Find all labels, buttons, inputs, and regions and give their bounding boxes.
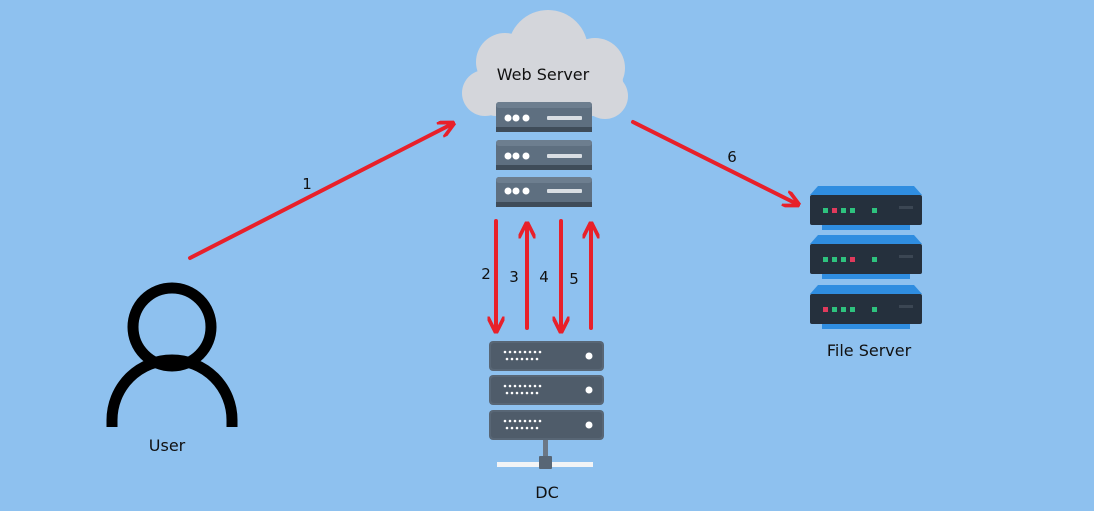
web-server-unit bbox=[496, 177, 592, 207]
dc-server-unit bbox=[489, 375, 604, 405]
step-1-label: 1 bbox=[302, 175, 312, 193]
dc-label: DC bbox=[535, 483, 559, 502]
dc-node: DC bbox=[489, 341, 604, 502]
file-server-unit bbox=[810, 235, 922, 279]
user-icon bbox=[106, 282, 238, 427]
step-2-label: 2 bbox=[481, 265, 491, 283]
web-server-unit bbox=[496, 140, 592, 170]
user-label: User bbox=[149, 436, 186, 455]
step-6-label: 6 bbox=[727, 148, 737, 166]
file-server-unit bbox=[810, 285, 922, 329]
step-labels: 1 2 3 4 5 6 bbox=[302, 148, 737, 288]
step-1-arrow bbox=[188, 124, 452, 260]
storage-server-icon bbox=[810, 186, 922, 329]
step-3-label: 3 bbox=[509, 268, 519, 286]
web-server-node: Web Server bbox=[462, 10, 628, 207]
dc-server-unit bbox=[489, 341, 604, 371]
network-connector-icon bbox=[497, 440, 593, 469]
user-node: User bbox=[106, 282, 238, 455]
flow-arrows bbox=[188, 120, 797, 330]
step-6-arrow bbox=[631, 120, 797, 204]
server-stack-icon bbox=[496, 102, 592, 207]
network-server-icon bbox=[489, 341, 604, 469]
step-4-label: 4 bbox=[539, 268, 549, 286]
dc-server-unit bbox=[489, 410, 604, 440]
file-server-label: File Server bbox=[827, 341, 912, 360]
file-server-unit bbox=[810, 186, 922, 230]
web-server-unit bbox=[496, 102, 592, 132]
file-server-node: File Server bbox=[810, 186, 922, 360]
step-5-label: 5 bbox=[569, 270, 579, 288]
web-server-label: Web Server bbox=[497, 65, 590, 84]
